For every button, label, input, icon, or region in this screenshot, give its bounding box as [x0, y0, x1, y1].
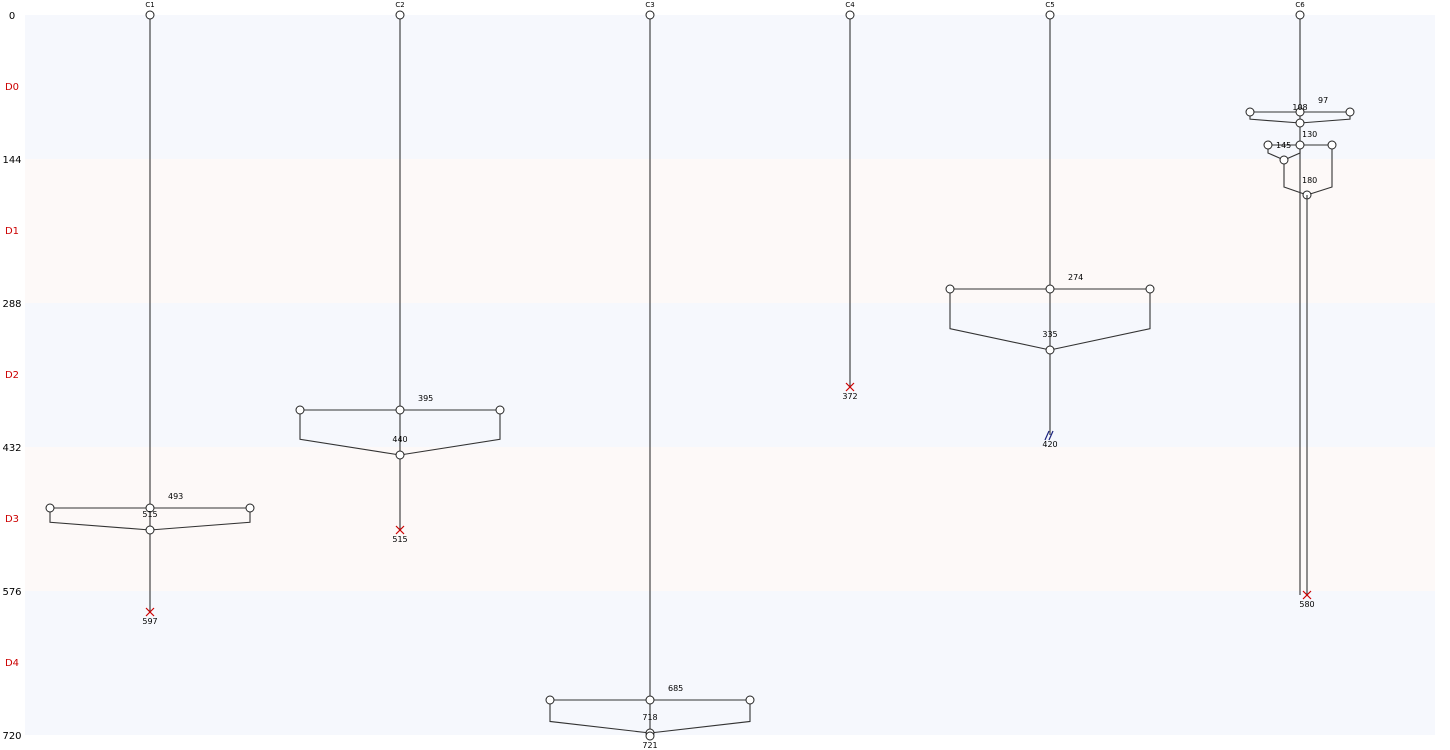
end-time-label: 597 [142, 617, 157, 626]
split-node-right [245, 503, 255, 513]
death-marker [845, 382, 855, 392]
censor-marker [1048, 430, 1054, 441]
merge-time-label: 718 [642, 713, 657, 722]
end-time-label: 721 [642, 741, 657, 750]
nested-merge-node [1279, 155, 1289, 165]
censor-marker [1044, 430, 1050, 441]
right-arm [399, 410, 501, 456]
left-arm [949, 289, 1051, 351]
split-node [645, 695, 655, 705]
death-marker [145, 607, 155, 617]
merge-node [1295, 118, 1305, 128]
split-time-label: 130 [1302, 130, 1317, 139]
lane-start-node [645, 10, 655, 20]
merge-time-label: 180 [1302, 176, 1317, 185]
day-label: D0 [5, 82, 19, 93]
split-node-right [1145, 284, 1155, 294]
split-node-left [945, 284, 955, 294]
split-node-left [1245, 107, 1255, 117]
axis-tick-label: 432 [2, 443, 21, 454]
column-label: C5 [1045, 1, 1054, 9]
split-time-label: 274 [1068, 273, 1083, 282]
merge-time-label: 440 [392, 435, 407, 444]
left-arm [49, 508, 151, 531]
merge-time-label: 335 [1042, 330, 1057, 339]
merge-arm [1283, 160, 1308, 196]
end-node [645, 731, 655, 741]
column-label: C2 [395, 1, 404, 9]
split-node-left [45, 503, 55, 513]
column-label: C1 [145, 1, 154, 9]
split-node-right [1345, 107, 1355, 117]
day-band [25, 591, 1435, 735]
split-node [1045, 284, 1055, 294]
end-time-label: 420 [1042, 440, 1057, 449]
split-time-label: 685 [668, 684, 683, 693]
column-label: C3 [645, 1, 654, 9]
axis-tick-label: 720 [2, 731, 21, 742]
day-label: D4 [5, 658, 19, 669]
split-node-left [545, 695, 555, 705]
cell-lanes: 493 515 C1 597 395 440 C2 515 685 718 C3 721 C4 372 27… [45, 1, 1355, 750]
end-time-label: 372 [842, 392, 857, 401]
lane-c3: 685 718 C3 721 [545, 1, 755, 750]
day-label: D2 [5, 370, 19, 381]
lane-start-node [845, 10, 855, 20]
split-time-label: 97 [1318, 96, 1328, 105]
merge-time-label: 515 [142, 510, 157, 519]
column-label: C6 [1295, 1, 1305, 9]
lane-start-node [1295, 10, 1305, 20]
split-node [145, 503, 155, 513]
right-arm [149, 508, 251, 531]
split-node-left [1263, 140, 1273, 150]
right-arm [649, 700, 751, 734]
lane-start-node [145, 10, 155, 20]
split-node-right [745, 695, 755, 705]
day-band [25, 159, 1435, 303]
day-bands [25, 15, 1435, 735]
merge-node [1045, 345, 1055, 355]
end-time-label: 515 [392, 535, 407, 544]
split-node-right [495, 405, 505, 415]
lane-c6: 97 108 130 145 180 C6 580 [1245, 1, 1355, 609]
split-node [1295, 107, 1305, 117]
column-label: C4 [845, 1, 855, 9]
lane-c4: C4 372 [842, 1, 857, 401]
death-marker [1302, 590, 1312, 600]
death-marker [395, 525, 405, 535]
day-band [25, 15, 1435, 159]
split-time-label: 395 [418, 394, 433, 403]
lane-start-node [1045, 10, 1055, 20]
day-band [25, 303, 1435, 447]
day-band [25, 447, 1435, 591]
lane-c1: 493 515 C1 597 [45, 1, 255, 626]
merge-time-label: 108 [1292, 103, 1307, 112]
axis-tick-label: 0 [9, 11, 15, 22]
left-arm [299, 410, 401, 456]
lane-start-node [395, 10, 405, 20]
lane-c2: 395 440 C2 515 [295, 1, 505, 544]
axis-tick-label: 144 [2, 155, 21, 166]
day-label: D3 [5, 514, 19, 525]
lane-c5: 274 335 C5 420 [945, 1, 1155, 449]
left-arm [549, 700, 651, 734]
split-time-label: 493 [168, 492, 183, 501]
split-node [395, 405, 405, 415]
split-node-right [1327, 140, 1337, 150]
merge-node [145, 525, 155, 535]
end-time-label: 580 [1299, 600, 1314, 609]
right-arm [1049, 289, 1151, 351]
axis-tick-label: 576 [2, 587, 21, 598]
split-node [1295, 140, 1305, 150]
axis-tick-label: 288 [2, 299, 21, 310]
day-label: D1 [5, 226, 19, 237]
nested-merge-label: 145 [1276, 141, 1291, 150]
merge-node [395, 450, 405, 460]
split-node-left [295, 405, 305, 415]
merge-arm [1306, 145, 1333, 196]
